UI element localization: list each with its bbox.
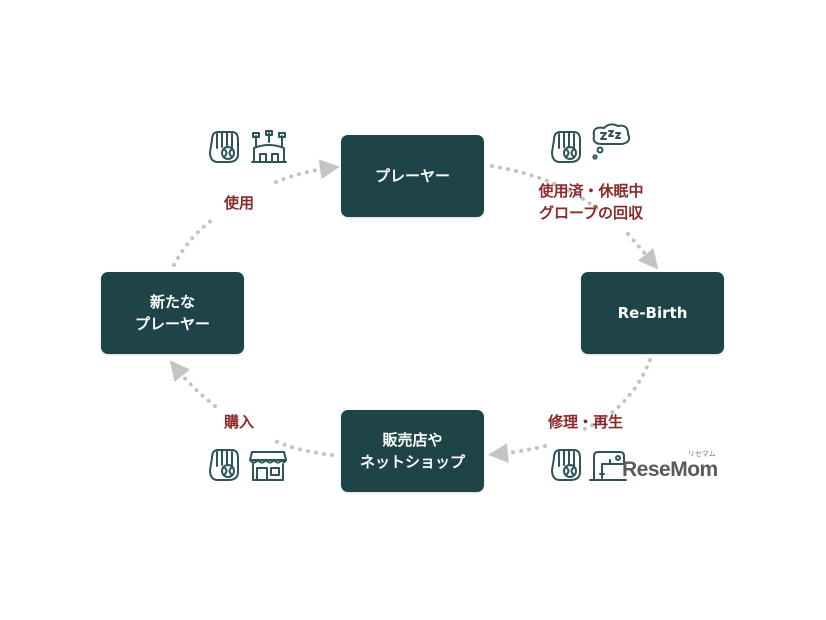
node-rebirth-line1: Re-Birth (617, 304, 688, 322)
node-player: プレーヤー (341, 135, 484, 217)
stadium-icon (251, 130, 287, 163)
logo-subtext: リセマム (687, 451, 716, 458)
arrow-collect-to-rebirth (626, 232, 659, 270)
arrow-rebirth-to-shop (580, 358, 652, 432)
glove-icon (551, 449, 581, 481)
glove-icon (209, 449, 239, 481)
node-new-player: 新たな プレーヤー (101, 272, 244, 354)
node-shop: 販売店や ネットショップ (341, 410, 484, 492)
label-use: 使用 (224, 194, 255, 212)
label-collect: 使用済・休眠中 グローブの回収 (526, 180, 656, 224)
glove-icon (551, 131, 581, 163)
sleep-zzz-icon (592, 123, 631, 160)
node-shop-line1: 販売店や (382, 431, 443, 449)
node-shop-line2: ネットショップ (359, 453, 465, 471)
storefront-icon (249, 451, 287, 481)
label-purchase: 購入 (224, 413, 255, 431)
arrow-repair-to-shop (488, 443, 547, 464)
node-player-line1: プレーヤー (374, 167, 450, 185)
logo-text: ReseMom (622, 458, 718, 481)
arrow-player-to-rebirth (490, 164, 600, 212)
label-collect-line2: グローブの回収 (538, 204, 644, 222)
sewing-machine-icon (589, 451, 627, 481)
glove-icon (209, 131, 239, 163)
arrow-purchase-to-new-player (169, 360, 217, 408)
node-new-player-line2: プレーヤー (134, 315, 210, 333)
label-collect-line1: 使用済・休眠中 (538, 182, 644, 200)
arrow-shop-to-new-player (268, 436, 334, 457)
arrow-new-player-to-use (172, 216, 217, 267)
label-repair: 修理・再生 (548, 413, 624, 431)
resemom-logo: ReseMom リセマム (622, 451, 718, 482)
node-new-player-line1: 新たな (149, 293, 195, 311)
node-rebirth: Re-Birth (581, 272, 724, 354)
arrow-use-to-player (274, 159, 340, 184)
